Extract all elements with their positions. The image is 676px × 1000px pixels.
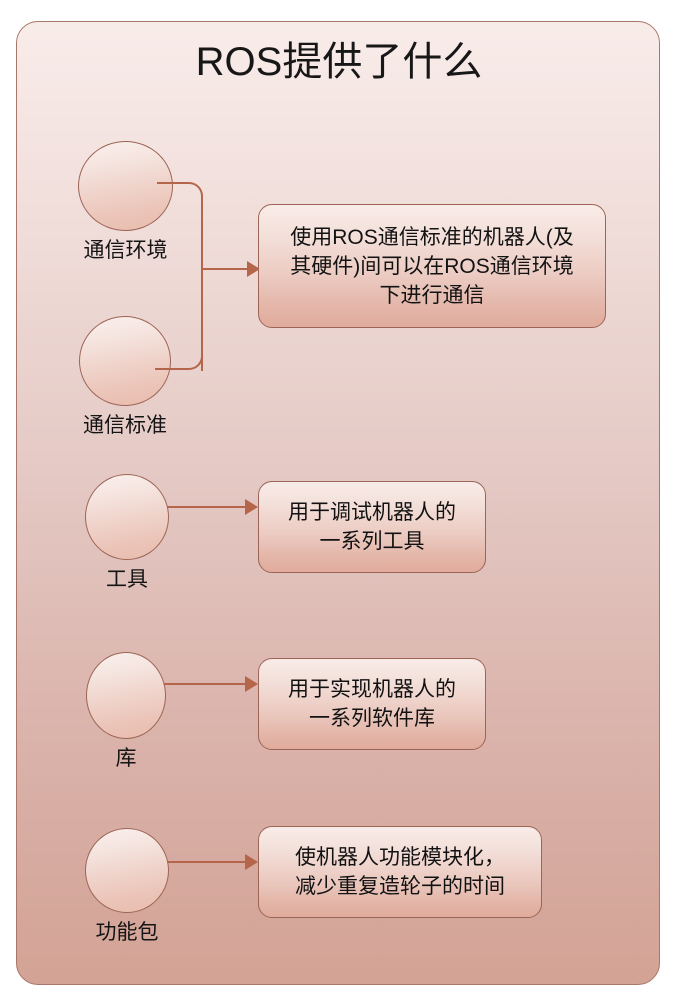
node-tools[interactable]: 工具 (85, 474, 169, 591)
description-box-packages: 使机器人功能模块化， 减少重复造轮子的时间 (258, 826, 542, 918)
ellipse-shape (85, 474, 169, 560)
arrow-head (247, 261, 260, 277)
node-label: 工具 (106, 568, 148, 591)
node-label: 功能包 (95, 921, 159, 944)
connector-arrow-line (164, 683, 247, 685)
node-label: 通信环境 (83, 239, 168, 262)
node-libraries[interactable]: 库 (86, 652, 166, 770)
description-line: 使用ROS通信标准的机器人(及 (290, 225, 574, 249)
description-box-libraries: 用于实现机器人的 一系列软件库 (258, 658, 486, 750)
ellipse-shape (86, 652, 166, 739)
connector-elbow-top (157, 182, 203, 210)
connector-arrow-line (201, 268, 249, 270)
description-line: 使机器人功能模块化， (295, 846, 505, 869)
slide-canvas: ROS提供了什么 通信环境 通信标准 使用ROS通信标准的机器人(及 其硬件)间… (16, 21, 660, 985)
description-line: 减少重复造轮子的时间 (295, 875, 505, 898)
arrow-head (245, 499, 258, 515)
connector-arrow-line (167, 506, 247, 508)
description-line: 其硬件)间可以在ROS通信环境 (290, 254, 574, 278)
connector-trunk (201, 207, 203, 371)
description-line: 一系列软件库 (309, 707, 435, 730)
node-label: 通信标准 (83, 414, 167, 437)
arrow-head (245, 854, 258, 870)
page-title: ROS提供了什么 (195, 40, 483, 84)
connector-elbow-bottom (155, 342, 203, 370)
connector-arrow-line (167, 861, 247, 863)
description-line: 用于调试机器人的 (288, 501, 456, 524)
ellipse-shape (85, 828, 169, 913)
arrow-head (245, 676, 258, 692)
node-packages[interactable]: 功能包 (85, 828, 169, 944)
description-line: 一系列工具 (319, 530, 425, 553)
description-line: 下进行通信 (379, 283, 485, 307)
node-label: 库 (115, 747, 137, 770)
description-line: 用于实现机器人的 (288, 678, 456, 701)
description-box-communication: 使用ROS通信标准的机器人(及 其硬件)间可以在ROS通信环境 下进行通信 (258, 204, 606, 328)
description-box-tools: 用于调试机器人的 一系列工具 (258, 481, 486, 573)
